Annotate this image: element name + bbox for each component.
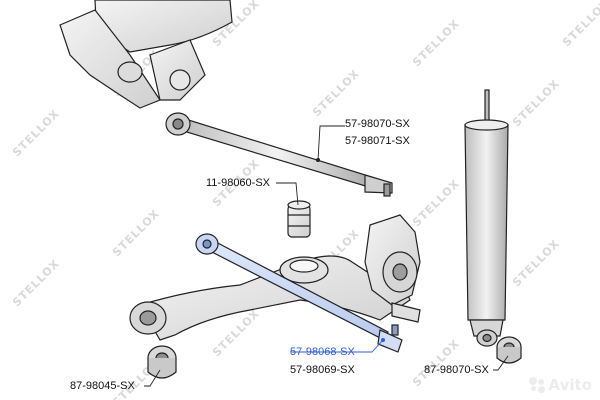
subframe [59,0,233,109]
lower-arm [129,255,411,341]
shock-bushing-part [496,336,522,364]
label-87-98070: 87-98070-SX [424,364,489,376]
knuckle [364,214,421,323]
label-57-98068: 57-98068-SX [290,346,355,358]
leader-lines [144,125,509,387]
label-11-98060: 11-98060-SX [206,177,271,189]
avito-logo-icon [528,377,545,393]
label-57-98071: 57-98071-SX [345,135,410,147]
label-87-98045: 87-98045-SX [70,380,135,392]
arm-bushing-part [147,345,177,379]
upper-link [165,112,393,197]
avito-badge: Avito [528,376,592,394]
shock-absorber [464,89,509,347]
avito-text: Avito [548,376,592,394]
lateral-link-highlighted [195,233,403,353]
label-57-98069: 57-98069-SX [290,364,355,376]
bump-stop [287,200,311,238]
label-57-98070: 57-98070-SX [345,118,410,130]
